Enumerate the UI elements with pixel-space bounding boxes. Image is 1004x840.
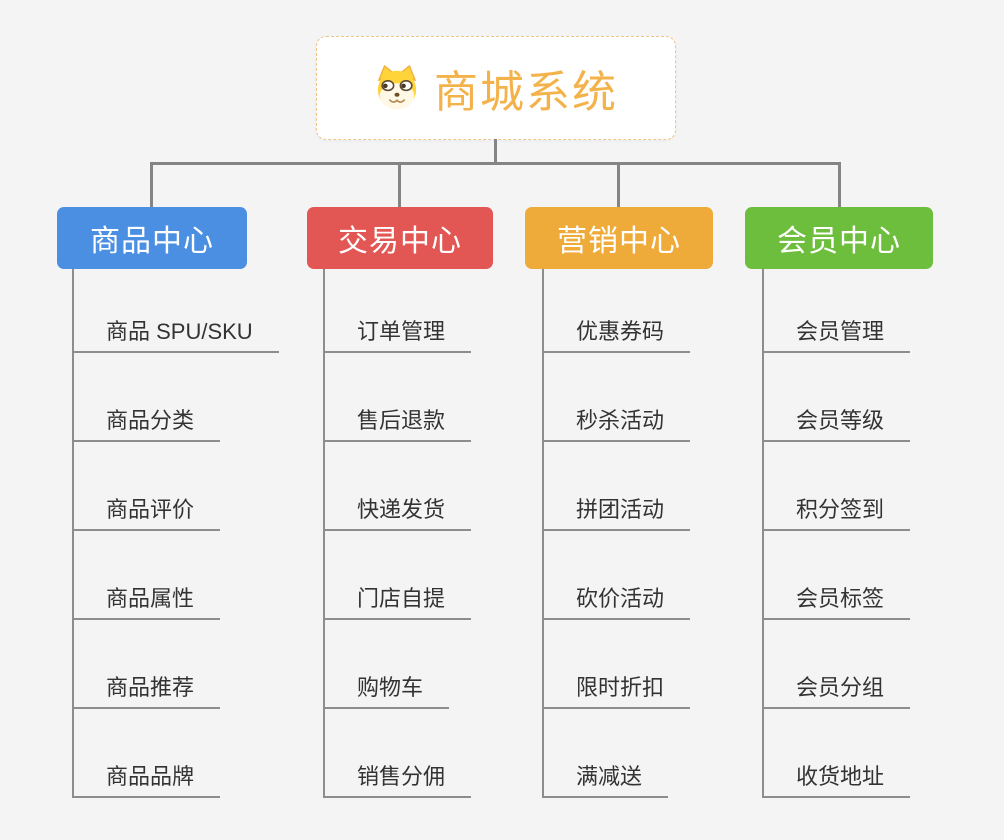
- branch-trunk: [542, 269, 544, 798]
- leaf-node[interactable]: 商品属性: [72, 586, 221, 620]
- branch-column-member: 会员中心 会员管理 会员等级 积分签到 会员标签 会员分组 收货地址: [745, 207, 933, 798]
- branch-trunk: [72, 269, 74, 798]
- leaf-node[interactable]: 优惠券码: [542, 319, 691, 353]
- branch-column-trade: 交易中心 订单管理 售后退款 快递发货 门店自提 购物车 销售分佣: [307, 207, 493, 798]
- branch-node-marketing[interactable]: 营销中心: [525, 207, 713, 269]
- leaf-node[interactable]: 会员标签: [762, 586, 911, 620]
- connector-drop-1: [150, 162, 153, 207]
- leaf-node[interactable]: 满减送: [542, 764, 669, 798]
- branch-column-marketing: 营销中心 优惠券码 秒杀活动 拼团活动 砍价活动 限时折扣 满减送: [525, 207, 713, 798]
- leaf-node[interactable]: 售后退款: [323, 408, 472, 442]
- leaf-list: 优惠券码 秒杀活动 拼团活动 砍价活动 限时折扣 满减送: [542, 269, 691, 798]
- leaf-node[interactable]: 拼团活动: [542, 497, 691, 531]
- connector-drop-2: [398, 162, 401, 207]
- leaf-node[interactable]: 会员等级: [762, 408, 911, 442]
- leaf-list: 商品 SPU/SKU 商品分类 商品评价 商品属性 商品推荐 商品品牌: [72, 269, 279, 798]
- leaf-node[interactable]: 商品品牌: [72, 764, 221, 798]
- branch-node-trade[interactable]: 交易中心: [307, 207, 493, 269]
- leaf-node[interactable]: 商品评价: [72, 497, 221, 531]
- leaf-node[interactable]: 商品推荐: [72, 675, 221, 709]
- leaf-node[interactable]: 会员管理: [762, 319, 911, 353]
- branch-trunk: [762, 269, 764, 798]
- leaf-node[interactable]: 商品 SPU/SKU: [72, 319, 279, 353]
- branch-node-goods[interactable]: 商品中心: [57, 207, 247, 269]
- connector-bus: [150, 162, 841, 165]
- leaf-list: 会员管理 会员等级 积分签到 会员标签 会员分组 收货地址: [762, 269, 911, 798]
- leaf-node[interactable]: 秒杀活动: [542, 408, 691, 442]
- leaf-node[interactable]: 砍价活动: [542, 586, 691, 620]
- leaf-node[interactable]: 商品分类: [72, 408, 221, 442]
- leaf-node[interactable]: 门店自提: [323, 586, 472, 620]
- leaf-node[interactable]: 销售分佣: [323, 764, 472, 798]
- branch-trunk: [323, 269, 325, 798]
- branch-node-member[interactable]: 会员中心: [745, 207, 933, 269]
- branch-column-goods: 商品中心 商品 SPU/SKU 商品分类 商品评价 商品属性 商品推荐 商品品牌: [57, 207, 279, 798]
- leaf-node[interactable]: 收货地址: [762, 764, 911, 798]
- doge-icon: [377, 65, 417, 110]
- connector-drop-3: [617, 162, 620, 207]
- leaf-node[interactable]: 购物车: [323, 675, 450, 709]
- leaf-node[interactable]: 快递发货: [323, 497, 472, 531]
- root-title: 商城系统: [434, 68, 618, 117]
- root-node[interactable]: 商城系统: [316, 36, 676, 140]
- leaf-node[interactable]: 限时折扣: [542, 675, 691, 709]
- leaf-list: 订单管理 售后退款 快递发货 门店自提 购物车 销售分佣: [323, 269, 472, 798]
- leaf-node[interactable]: 订单管理: [323, 319, 472, 353]
- connector-drop-4: [838, 162, 841, 207]
- leaf-node[interactable]: 积分签到: [762, 497, 911, 531]
- connector-root-drop: [494, 139, 497, 163]
- leaf-node[interactable]: 会员分组: [762, 675, 911, 709]
